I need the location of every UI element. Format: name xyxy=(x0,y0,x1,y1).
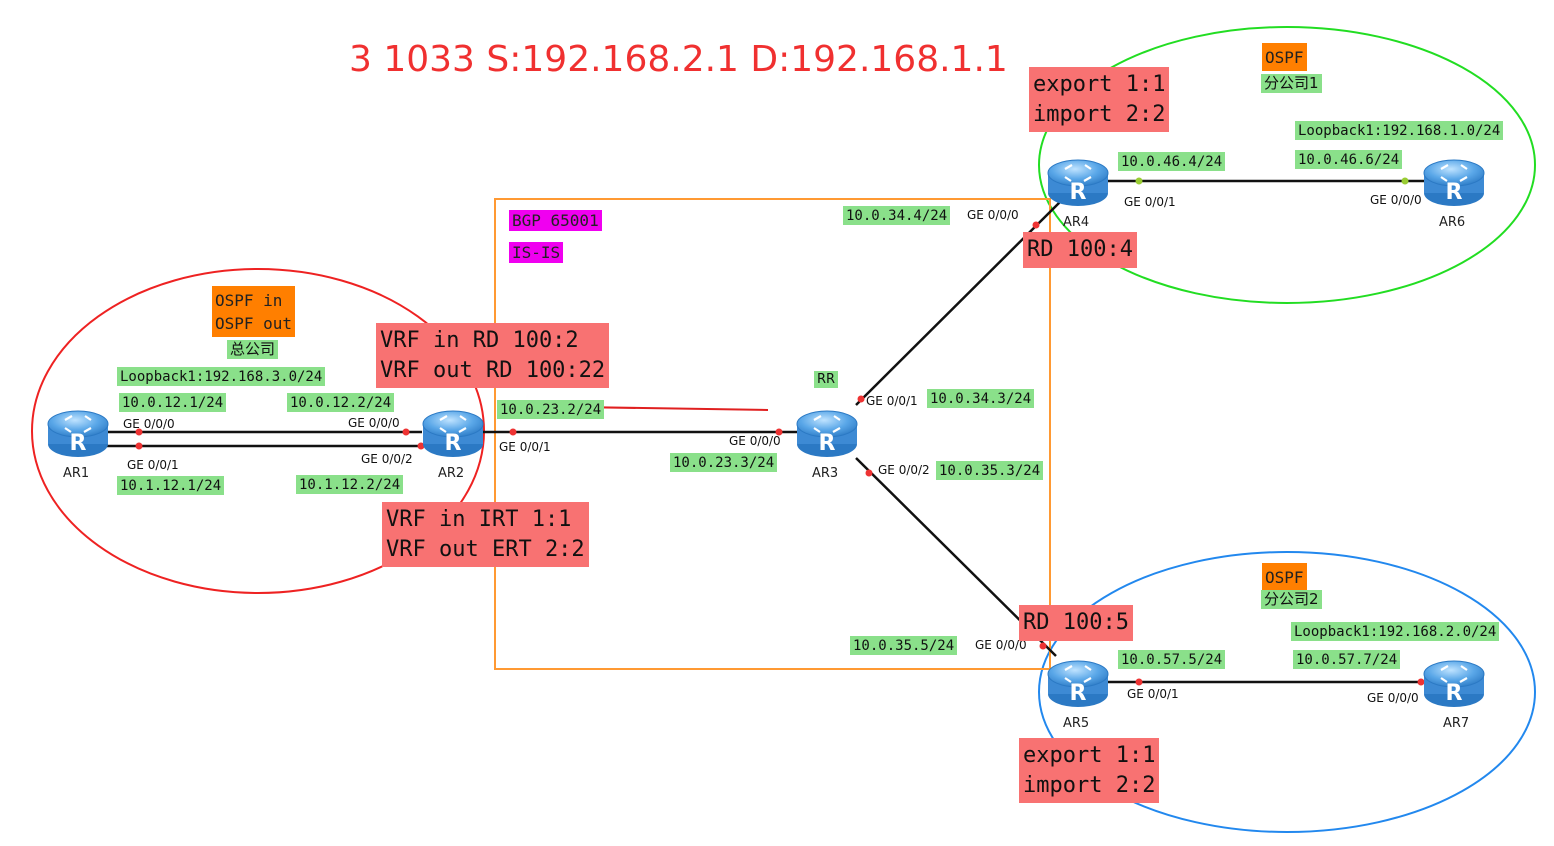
router-icon-ar1[interactable] xyxy=(46,409,110,459)
ip-ar2-g0: 10.0.12.2/24 xyxy=(287,393,395,412)
router-icon-ar5[interactable] xyxy=(1046,659,1110,709)
port-label-ar7-g0: GE 0/0/0 xyxy=(1367,691,1419,705)
port-dot xyxy=(865,469,873,477)
port-dot xyxy=(417,442,425,450)
port-dot xyxy=(402,428,410,436)
port-label-ar2-g1: GE 0/0/1 xyxy=(499,440,551,454)
port-dot xyxy=(135,428,143,436)
port-label-ar6-g0: GE 0/0/0 xyxy=(1370,193,1422,207)
port-dot xyxy=(1032,221,1040,229)
ip-ar2-g2: 10.1.12.2/24 xyxy=(296,475,404,494)
router-name-ar7: AR7 xyxy=(1443,716,1470,731)
ip-ar3-g1: 10.0.34.3/24 xyxy=(927,389,1035,408)
port-dot xyxy=(135,442,143,450)
router-name-ar3: AR3 xyxy=(812,466,839,481)
port-dot xyxy=(1039,642,1047,650)
branch1-rt-note: export 1:1 import 2:2 xyxy=(1029,67,1170,133)
bgp-as-label: BGP 65001 xyxy=(509,210,602,231)
branch2-protocol-badge: OSPF xyxy=(1262,563,1307,592)
bgp-as-box xyxy=(494,198,1051,670)
router-icon-ar2[interactable] xyxy=(421,409,485,459)
branch2-site-name: 分公司2 xyxy=(1261,590,1322,609)
hq-protocol-badge: OSPF in OSPF out xyxy=(212,286,296,338)
ip-ar6-g0: 10.0.46.6/24 xyxy=(1295,150,1403,169)
branch1-protocol-badge: OSPF xyxy=(1262,43,1307,72)
port-label-ar1-g0: GE 0/0/0 xyxy=(123,417,175,431)
branch1-rd-note: RD 100:4 xyxy=(1023,232,1137,268)
ip-ar7-g0: 10.0.57.7/24 xyxy=(1293,650,1401,669)
branch2-rt-note: export 1:1 import 2:2 xyxy=(1019,738,1160,804)
port-dot xyxy=(509,428,517,436)
ip-ar1-g1: 10.1.12.1/24 xyxy=(117,476,225,495)
ip-ar5-g1: 10.0.57.5/24 xyxy=(1118,650,1226,669)
port-label-ar4-g1: GE 0/0/1 xyxy=(1124,195,1176,209)
router-icon-ar3[interactable] xyxy=(795,409,859,459)
router-icon-ar6[interactable] xyxy=(1422,158,1486,208)
port-label-ar2-g2: GE 0/0/2 xyxy=(361,452,413,466)
branch1-area-ellipse xyxy=(1038,26,1536,304)
route-reflector-badge: RR xyxy=(814,371,839,388)
router-icon-ar4[interactable] xyxy=(1046,158,1110,208)
port-dots xyxy=(135,177,1425,686)
port-dot xyxy=(775,428,783,436)
router-name-ar4: AR4 xyxy=(1063,215,1090,230)
ip-ar4-g1: 10.0.46.4/24 xyxy=(1118,152,1226,171)
hq-vrf-rd-note: VRF in RD 100:2 VRF out RD 100:22 xyxy=(376,323,610,389)
router-name-ar1: AR1 xyxy=(63,466,90,481)
ip-ar1-g0: 10.0.12.1/24 xyxy=(119,393,227,412)
ip-ar3-g0: 10.0.23.3/24 xyxy=(670,453,778,472)
ip-ar4-g0: 10.0.34.4/24 xyxy=(843,206,951,225)
port-label-ar1-g1: GE 0/0/1 xyxy=(127,458,179,472)
port-dot xyxy=(857,395,865,403)
port-label-ar3-g0: GE 0/0/0 xyxy=(729,434,781,448)
page-title: 3 1033 S:192.168.2.1 D:192.168.1.1 xyxy=(349,39,1008,80)
port-label-ar5-g0: GE 0/0/0 xyxy=(975,638,1027,652)
branch2-area-ellipse xyxy=(1038,551,1536,833)
hq-site-name: 总公司 xyxy=(227,340,279,359)
port-label-ar4-g0: GE 0/0/0 xyxy=(967,208,1019,222)
branch1-loopback-ip: Loopback1:192.168.1.0/24 xyxy=(1295,121,1504,140)
link-ar3-ar4 xyxy=(855,199,1063,406)
branch1-site-name: 分公司1 xyxy=(1261,74,1322,93)
router-name-ar6: AR6 xyxy=(1439,215,1466,230)
port-label-ar3-g2: GE 0/0/2 xyxy=(878,463,930,477)
ip-ar2-g1: 10.0.23.2/24 xyxy=(497,400,605,419)
router-name-ar2: AR2 xyxy=(438,466,465,481)
router-icon-ar7[interactable] xyxy=(1422,659,1486,709)
igp-label: IS-IS xyxy=(509,242,564,263)
router-name-ar5: AR5 xyxy=(1063,716,1090,731)
ip-ar3-g2: 10.0.35.3/24 xyxy=(936,461,1044,480)
port-label-ar5-g1: GE 0/0/1 xyxy=(1127,687,1179,701)
port-dot xyxy=(1135,678,1143,686)
port-dot xyxy=(1417,678,1425,686)
hq-loopback-ip: Loopback1:192.168.3.0/24 xyxy=(117,367,326,386)
branch2-rd-note: RD 100:5 xyxy=(1019,605,1133,641)
ip-ar5-g0: 10.0.35.5/24 xyxy=(850,636,958,655)
branch2-loopback-ip: Loopback1:192.168.2.0/24 xyxy=(1291,622,1500,641)
port-dot xyxy=(1135,177,1143,185)
port-label-ar3-g1: GE 0/0/1 xyxy=(866,394,918,408)
hq-vrf-rt-note: VRF in IRT 1:1 VRF out ERT 2:2 xyxy=(382,502,589,568)
port-dot xyxy=(1401,177,1409,185)
port-label-ar2-g0: GE 0/0/0 xyxy=(348,416,400,430)
